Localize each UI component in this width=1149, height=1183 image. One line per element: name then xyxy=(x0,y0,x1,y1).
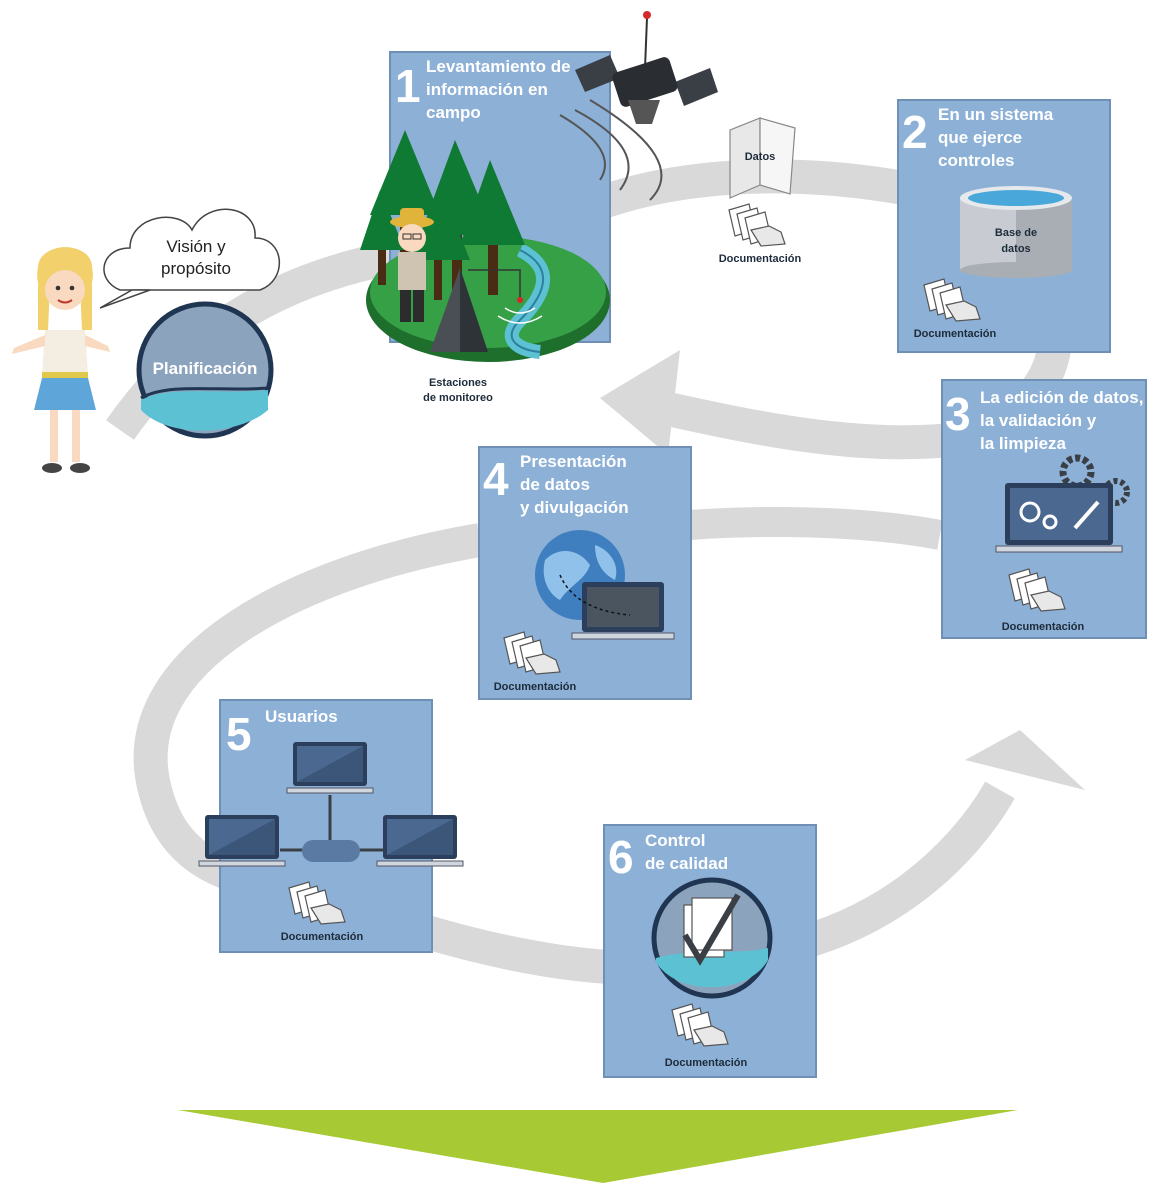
step-3-title-line-3: la limpieza xyxy=(980,434,1067,453)
planning-circle: Planificación xyxy=(136,301,274,439)
step-5-title-line-1: Usuarios xyxy=(265,707,338,726)
cloud-bubble-icon: Visión y propósito xyxy=(99,208,281,309)
computer-network-icon xyxy=(198,741,464,867)
step-1-title-line-1: Levantamiento de xyxy=(426,57,571,76)
book-icon: Datos xyxy=(729,117,796,199)
step-3-number: 3 xyxy=(945,388,971,440)
flow-box3-to-box4 xyxy=(688,507,943,550)
book-label: Datos xyxy=(745,151,776,163)
monitoring-caption-line-2: de monitoreo xyxy=(423,392,493,404)
satellite-icon xyxy=(559,11,718,201)
step-4-title-line-1: Presentación xyxy=(520,452,627,471)
step-4-title-line-2: de datos xyxy=(520,475,590,494)
ranger-icon xyxy=(390,208,434,322)
step-2-doc-label: Documentación xyxy=(914,328,997,340)
forest-icon xyxy=(360,130,610,362)
db-label-line-2: datos xyxy=(1001,243,1030,255)
step-4-number: 4 xyxy=(483,453,509,505)
step-1-title-line-3: campo xyxy=(426,103,481,122)
laptop-icon xyxy=(559,574,675,640)
step-6-doc-label: Documentación xyxy=(665,1057,748,1069)
step-5-doc-label: Documentación xyxy=(281,931,364,943)
green-down-arrow xyxy=(178,1110,1018,1183)
flow-return-arrow-body xyxy=(646,388,952,460)
bubble-line-1: Visión y xyxy=(166,237,226,256)
step-3-doc-label: Documentación xyxy=(1002,621,1085,633)
flow-upward-arrowhead xyxy=(965,730,1085,790)
monitoring-caption-line-1: Estaciones xyxy=(429,377,487,389)
step-6-title-line-2: de calidad xyxy=(645,854,728,873)
step-3-title-line-2: la validación y xyxy=(980,411,1097,430)
documents-icon xyxy=(728,203,786,247)
step-1-title-line-2: información en xyxy=(426,80,548,99)
db-label-line-1: Base de xyxy=(995,227,1037,239)
step-5-number: 5 xyxy=(226,708,252,760)
step-2-title-line-2: que ejerce xyxy=(938,128,1022,147)
laptop-icon xyxy=(995,483,1123,553)
bubble-line-2: propósito xyxy=(161,259,231,278)
step-2-number: 2 xyxy=(902,106,928,158)
step-1-number: 1 xyxy=(395,60,421,112)
planning-label: Planificación xyxy=(153,359,258,378)
step-2-title-line-3: controles xyxy=(938,151,1015,170)
person-icon xyxy=(12,247,110,473)
database-icon: Base de datos xyxy=(960,186,1072,278)
step-4-title-line-3: y divulgación xyxy=(520,498,629,517)
satellite-doc-label: Documentación xyxy=(719,253,802,265)
step-6-number: 6 xyxy=(608,831,634,883)
step-6-title-line-1: Control xyxy=(645,831,705,850)
step-2-title-line-1: En un sistema xyxy=(938,105,1054,124)
flow-return-arrowhead xyxy=(600,350,680,455)
step-3-title-line-1: La edición de datos, xyxy=(980,388,1143,407)
gears-icon xyxy=(1059,454,1130,506)
step-4-doc-label: Documentación xyxy=(494,681,577,693)
checklist-icon xyxy=(651,877,773,999)
